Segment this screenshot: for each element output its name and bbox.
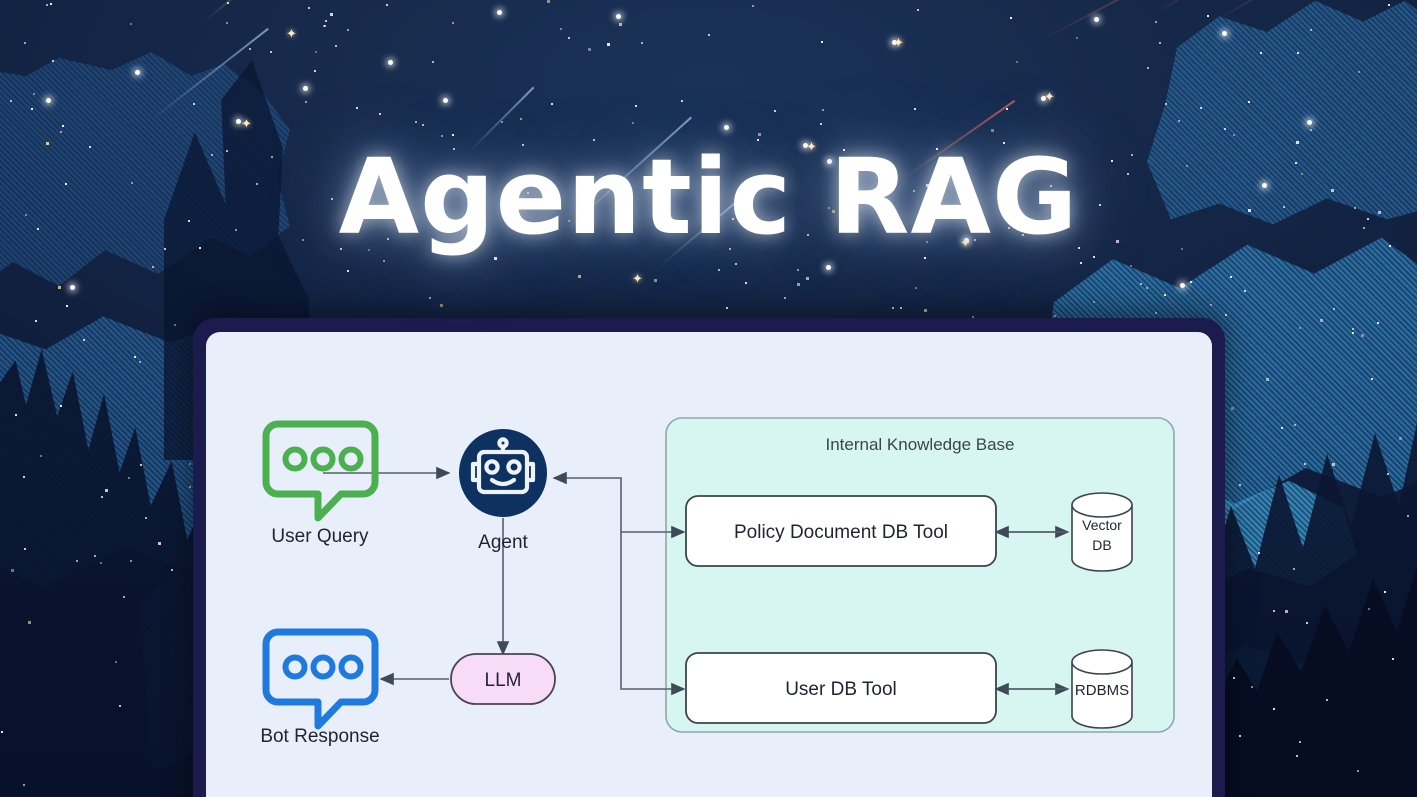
diagram-panel: Internal Knowledge Base (206, 332, 1212, 797)
agentic-rag-diagram: Internal Knowledge Base (206, 332, 1212, 797)
bot-response-node[interactable]: Bot Response (260, 628, 380, 747)
llm-node[interactable]: LLM (450, 653, 556, 705)
vector-db-label-line2: DB (1092, 537, 1111, 553)
bot-response-label: Bot Response (260, 726, 379, 747)
user-query-label: User Query (271, 526, 369, 547)
laptop-frame: Internal Knowledge Base (193, 318, 1225, 797)
rdbms-node[interactable]: RDBMS (1071, 649, 1133, 729)
policy-document-db-tool-label: Policy Document DB Tool (734, 522, 948, 543)
policy-document-db-tool-node[interactable]: Policy Document DB Tool (685, 495, 997, 567)
page-title: Agentic RAG (338, 136, 1079, 258)
llm-label: LLM (485, 670, 522, 691)
connector-edges (323, 466, 1070, 696)
robot-icon (470, 437, 536, 495)
rdbms-label: RDBMS (1075, 682, 1129, 699)
user-db-tool-label: User DB Tool (785, 679, 897, 700)
chat-bubble-icon (262, 420, 379, 522)
vector-db-node[interactable]: Vector DB (1071, 492, 1133, 572)
chat-bubble-icon (262, 628, 379, 730)
agent-node[interactable]: Agent (459, 429, 547, 553)
cloud-bank (1147, 0, 1417, 225)
user-db-tool-node[interactable]: User DB Tool (685, 652, 997, 724)
user-query-node[interactable]: User Query (262, 420, 379, 547)
edge-bus-userdbtool (620, 532, 686, 696)
vector-db-label-line1: Vector (1082, 517, 1122, 533)
agent-label: Agent (478, 532, 528, 553)
knowledge-base-label: Internal Knowledge Base (825, 435, 1014, 454)
edge-tools-agent (552, 471, 622, 532)
